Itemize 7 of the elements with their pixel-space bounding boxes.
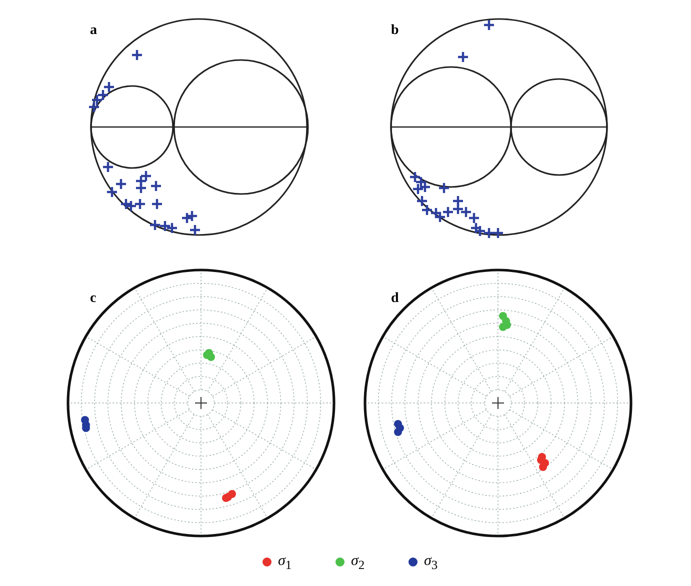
panel-label: c xyxy=(90,292,96,306)
legend-label: σ$_{1}$ xyxy=(278,553,292,573)
legend-label: σ$_{2}$ xyxy=(351,553,365,573)
panel-label: d xyxy=(391,292,399,306)
panel-label: b xyxy=(391,24,399,38)
panel-label: a xyxy=(90,24,97,38)
legend-label: σ$_{3}$ xyxy=(424,553,438,573)
